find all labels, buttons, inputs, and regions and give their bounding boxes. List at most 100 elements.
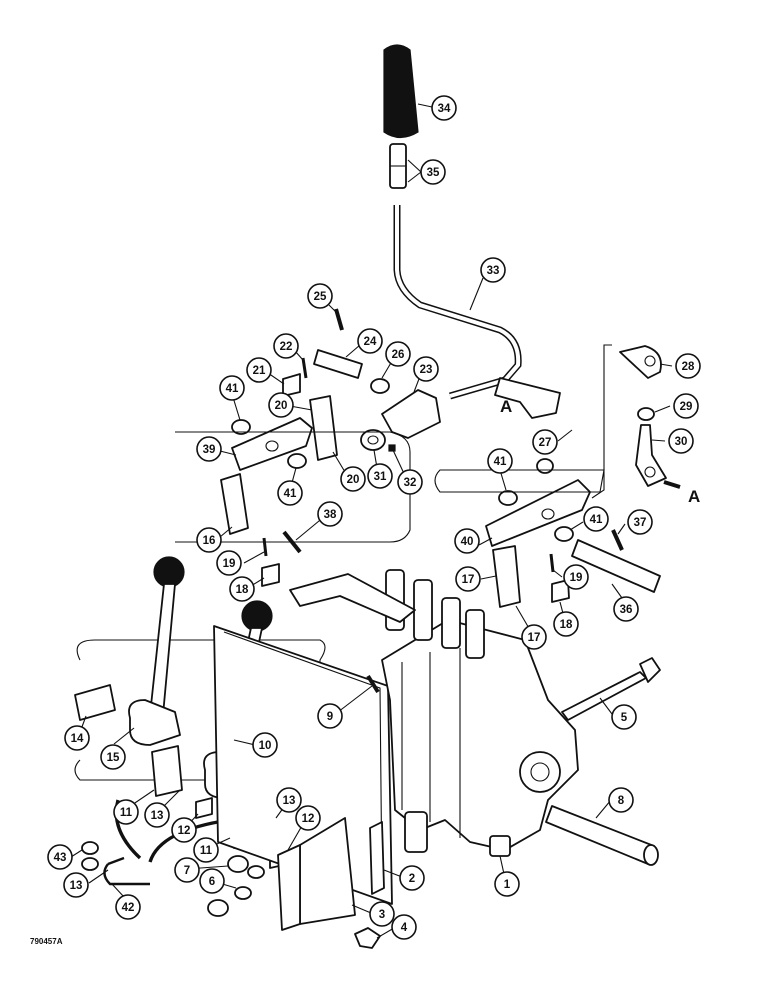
svg-text:30: 30 xyxy=(675,436,688,448)
bolt-4 xyxy=(354,927,381,949)
link-20 xyxy=(309,395,338,461)
cotter-19-right xyxy=(549,553,555,573)
leader-41d xyxy=(569,521,584,531)
callout-33: 33 xyxy=(480,257,506,283)
jam-nut-29 xyxy=(637,407,655,421)
callout-24: 24 xyxy=(357,328,383,354)
roll-pin xyxy=(334,308,344,331)
svg-text:16: 16 xyxy=(203,535,216,547)
svg-text:19: 19 xyxy=(223,558,236,570)
bushing-31 xyxy=(360,429,386,451)
shift-rod-core xyxy=(395,205,521,398)
leader-16 xyxy=(219,526,233,538)
pin-18-left xyxy=(261,563,280,587)
svg-text:17: 17 xyxy=(462,574,475,586)
callout-19-right: 19 xyxy=(563,564,589,590)
callout-9: 9 xyxy=(317,703,343,729)
svg-text:13: 13 xyxy=(283,795,296,807)
leader-19l xyxy=(243,551,265,564)
callout-13-right: 13 xyxy=(276,787,302,813)
lever-base-left xyxy=(128,699,181,746)
callout-27: 27 xyxy=(532,429,558,455)
lever-shaft-left xyxy=(149,583,176,716)
callout-41-upper-right: 41 xyxy=(487,448,513,474)
svg-text:39: 39 xyxy=(203,444,216,456)
callout-31: 31 xyxy=(367,463,393,489)
spool-3 xyxy=(441,597,461,649)
strap-2 xyxy=(369,821,385,895)
pin-21 xyxy=(282,373,301,397)
svg-text:1: 1 xyxy=(504,879,511,891)
svg-text:4: 4 xyxy=(401,922,408,934)
spool-4 xyxy=(465,609,485,659)
callout-23: 23 xyxy=(413,356,439,382)
callout-22: 22 xyxy=(273,333,299,359)
callout-30: 30 xyxy=(668,428,694,454)
rod-end-30-eye xyxy=(644,466,656,478)
leader-35b xyxy=(407,171,422,183)
reference-letter-a-upper: A xyxy=(500,397,512,416)
nut-27 xyxy=(536,458,554,474)
pin-8 xyxy=(545,805,655,865)
spool-bottom-1 xyxy=(404,811,428,853)
washer-26 xyxy=(370,378,390,394)
link-11-left xyxy=(151,745,183,797)
svg-text:33: 33 xyxy=(487,265,500,277)
svg-text:3: 3 xyxy=(379,909,385,921)
callout-36: 36 xyxy=(613,596,639,622)
cotter-19-left xyxy=(262,537,268,557)
roll-pin-37 xyxy=(611,529,624,551)
callout-35: 35 xyxy=(420,159,446,185)
nut-7-upper xyxy=(227,855,249,873)
shift-rod-bracket xyxy=(494,377,561,419)
svg-text:41: 41 xyxy=(226,383,239,395)
pin-8-end xyxy=(643,844,659,866)
washer-43-a xyxy=(81,841,99,855)
spool-2 xyxy=(413,579,433,641)
svg-text:10: 10 xyxy=(259,740,272,752)
svg-text:14: 14 xyxy=(71,733,84,745)
svg-text:11: 11 xyxy=(200,845,213,857)
svg-text:24: 24 xyxy=(364,336,377,348)
callout-18-left: 18 xyxy=(229,576,255,602)
callout-11-upper: 11 xyxy=(113,799,139,825)
svg-text:43: 43 xyxy=(54,852,67,864)
svg-text:36: 36 xyxy=(620,604,633,616)
svg-text:31: 31 xyxy=(374,471,387,483)
leader-10 xyxy=(233,739,256,746)
svg-text:6: 6 xyxy=(209,876,215,888)
nut-7-lower xyxy=(207,899,229,917)
callout-19-left: 19 xyxy=(216,550,242,576)
leader-17a xyxy=(480,575,497,580)
svg-text:20: 20 xyxy=(275,400,288,412)
set-screw xyxy=(388,444,396,452)
valve-port-cap xyxy=(519,751,561,793)
callout-41-lower-left: 41 xyxy=(277,480,303,506)
callout-5: 5 xyxy=(611,704,637,730)
callout-43: 43 xyxy=(47,844,73,870)
leader-42 xyxy=(111,883,125,898)
leader-40 xyxy=(478,537,493,546)
washer-41-b xyxy=(287,453,307,469)
leader-27 xyxy=(557,429,573,442)
svg-text:26: 26 xyxy=(392,349,405,361)
svg-text:13: 13 xyxy=(70,880,83,892)
leader-35 xyxy=(407,159,422,173)
callout-2: 2 xyxy=(399,865,425,891)
callout-6: 6 xyxy=(199,868,225,894)
svg-text:22: 22 xyxy=(280,341,293,353)
callout-10: 10 xyxy=(252,732,278,758)
callout-3: 3 xyxy=(369,901,395,927)
leader-36 xyxy=(611,583,623,599)
callout-17-lower: 17 xyxy=(521,624,547,650)
svg-text:5: 5 xyxy=(621,712,628,724)
callout-21: 21 xyxy=(246,357,272,383)
washer-41-d xyxy=(554,526,574,542)
leader-24 xyxy=(345,344,361,358)
svg-text:19: 19 xyxy=(570,572,583,584)
callout-1: 1 xyxy=(494,871,520,897)
svg-text:35: 35 xyxy=(427,167,440,179)
leader-37 xyxy=(617,523,626,535)
leader-33 xyxy=(469,277,484,311)
